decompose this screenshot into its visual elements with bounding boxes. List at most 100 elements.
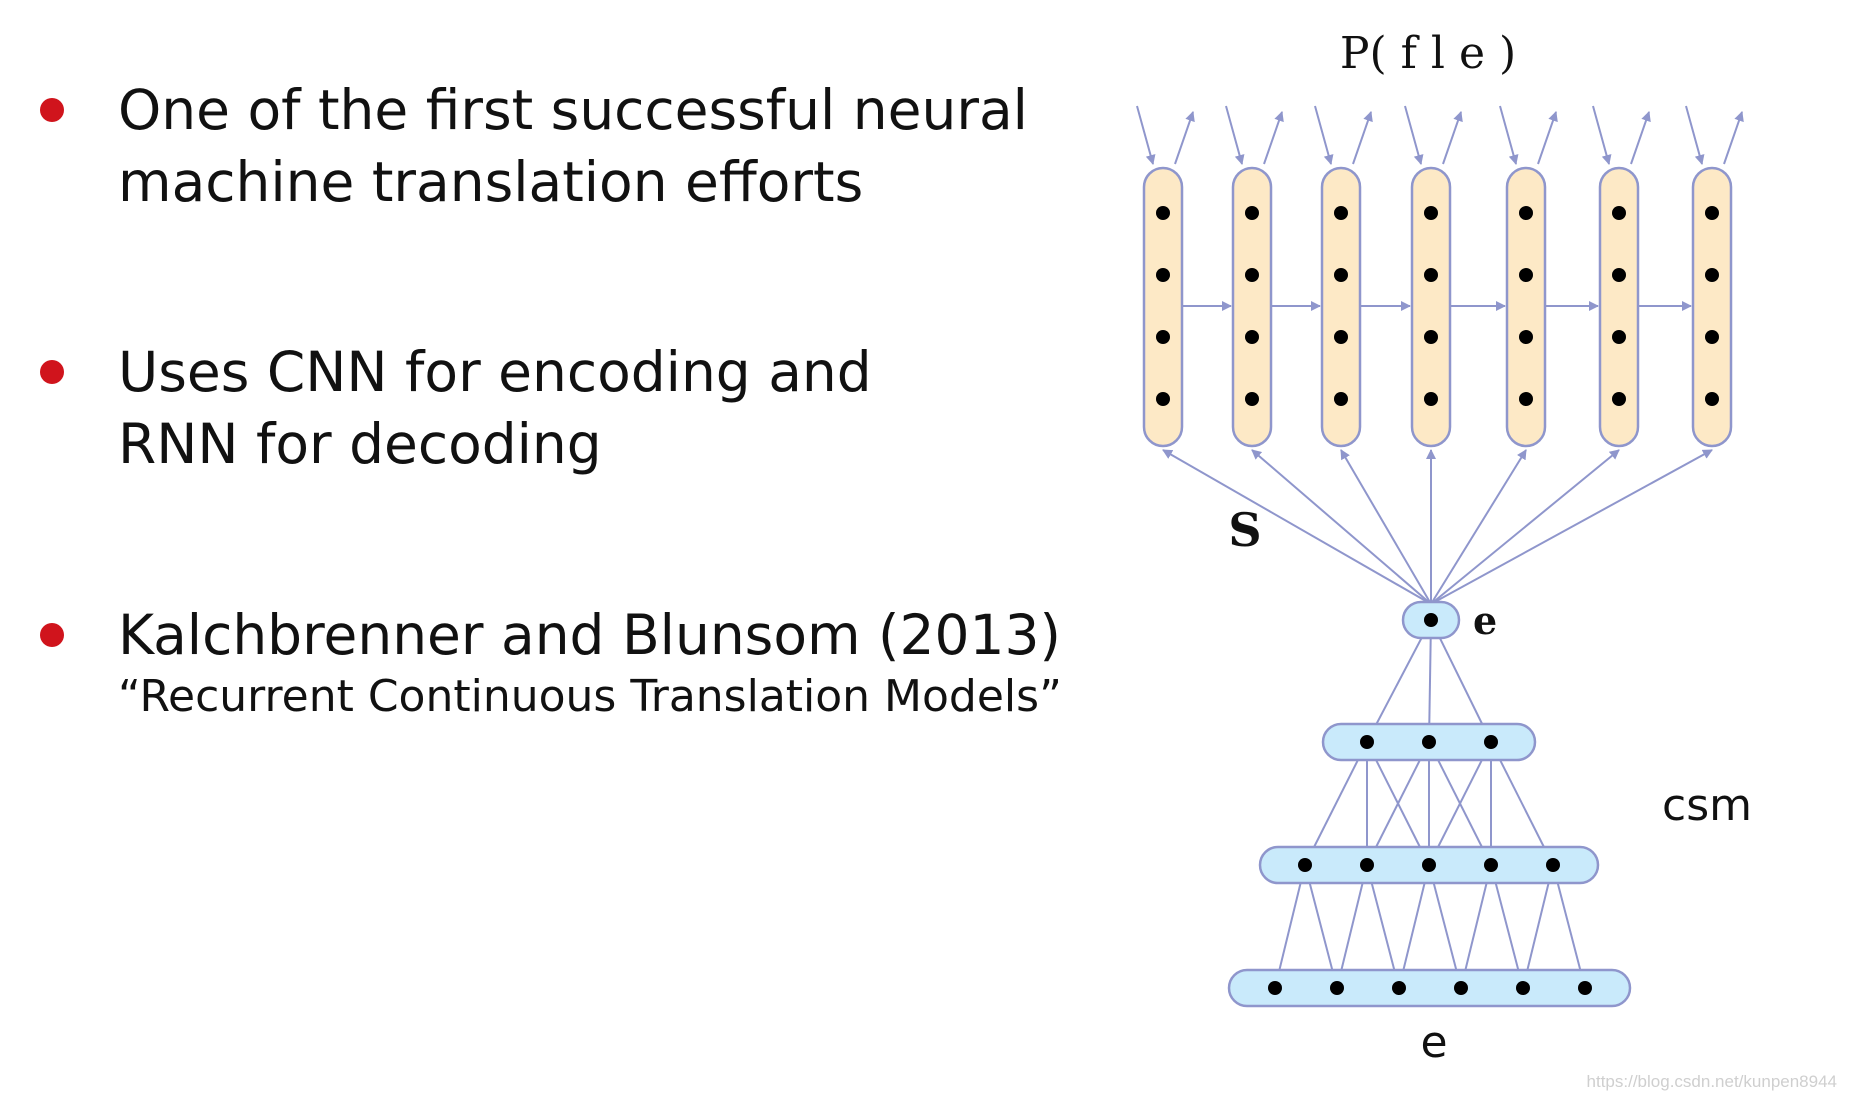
source-vector-edge — [1340, 449, 1432, 605]
cnn-edge-l1-l2 — [1490, 741, 1554, 866]
rnn-input-arrow — [1685, 105, 1705, 165]
bullet-dot — [40, 360, 64, 384]
source-vector-edge — [1430, 449, 1620, 605]
rnn-output-arrow — [1630, 111, 1651, 165]
cnn-unit-dot — [1268, 981, 1282, 995]
cnn-edge-l2-l3 — [1366, 619, 1432, 743]
cnn-edge-l2-l3 — [1428, 619, 1432, 743]
cnn-unit-dot — [1298, 858, 1312, 872]
cnn-unit-dot — [1330, 981, 1344, 995]
source-vector-edge — [1251, 449, 1432, 605]
rnn-unit-dot — [1612, 392, 1626, 406]
rnn-unit-dot — [1334, 268, 1348, 282]
rnn-unit-dot — [1705, 268, 1719, 282]
cnn-edge-l2-l3 — [1430, 619, 1492, 743]
source-vector-edge — [1430, 449, 1527, 605]
cnn-edge-l1-l2 — [1366, 741, 1430, 866]
bullet-3-line-1: Kalchbrenner and Blunsom (2013) — [118, 603, 1061, 667]
rnn-output-arrow — [1352, 111, 1373, 165]
bullet-dot — [40, 623, 64, 647]
cnn-unit-dot — [1424, 613, 1438, 627]
cnn-unit-dot — [1546, 858, 1560, 872]
watermark: https://blog.csdn.net/kunpen8944 — [1586, 1072, 1837, 1091]
bullet-dot — [40, 98, 64, 122]
cnn-unit-dot — [1360, 858, 1374, 872]
rnn-column-5 — [1505, 166, 1547, 448]
rnn-unit-dot — [1424, 206, 1438, 220]
rnn-unit-dot — [1612, 268, 1626, 282]
cnn-edge-l0-l1 — [1428, 864, 1462, 989]
rnn-column-7 — [1691, 166, 1733, 448]
cnn-unit-dot — [1392, 981, 1406, 995]
source-vector-edge — [1162, 449, 1432, 605]
rnn-output-arrow — [1537, 111, 1558, 165]
rnn-unit-dot — [1519, 206, 1533, 220]
rnn-column-4 — [1410, 166, 1452, 448]
csm-label: csm — [1662, 780, 1752, 831]
bullet-item-2: Uses CNN for encoding and RNN for decodi… — [40, 332, 1080, 492]
rnn-unit-dot — [1156, 330, 1170, 344]
rnn-unit-dot — [1424, 330, 1438, 344]
rnn-column-3 — [1320, 166, 1362, 448]
bullet-item-3: Kalchbrenner and Blunsom (2013) “Recurre… — [40, 595, 1080, 735]
rnn-input-arrow — [1136, 105, 1156, 165]
rnn-input-arrow — [1499, 105, 1519, 165]
cnn-edge-l0-l1 — [1304, 864, 1338, 989]
cnn-edge-l1-l2 — [1304, 741, 1368, 866]
rnn-unit-dot — [1245, 392, 1259, 406]
cnn-layer-1 — [1227, 968, 1632, 1008]
rnn-unit-dot — [1519, 268, 1533, 282]
rnn-input-arrow — [1592, 105, 1612, 165]
bullet-2-line-1: Uses CNN for encoding and — [118, 340, 872, 404]
cnn-edge-l0-l1 — [1274, 864, 1306, 989]
rnn-unit-dot — [1424, 392, 1438, 406]
rnn-unit-dot — [1334, 206, 1348, 220]
cnn-edge-l1-l2 — [1428, 741, 1492, 866]
rnn-unit-dot — [1519, 392, 1533, 406]
cnn-unit-dot — [1484, 735, 1498, 749]
bullet-item-1: One of the first successful neural machi… — [40, 70, 1080, 230]
cnn-unit-dot — [1484, 858, 1498, 872]
cnn-edge-l0-l1 — [1490, 864, 1524, 989]
rnn-output-arrow — [1442, 111, 1463, 165]
cnn-edge-l0-l1 — [1522, 864, 1554, 989]
rnn-unit-dot — [1612, 330, 1626, 344]
rnn-unit-dot — [1334, 330, 1348, 344]
source-vector-edge — [1430, 449, 1713, 605]
rnn-unit-dot — [1156, 392, 1170, 406]
cnn-unit-dot — [1578, 981, 1592, 995]
bullet-3-subline: “Recurrent Continuous Translation Models… — [118, 671, 1062, 722]
cnn-edge-l0-l1 — [1336, 864, 1368, 989]
bullet-1-line-1: One of the first successful neural — [118, 78, 1028, 142]
cnn-unit-dot — [1422, 735, 1436, 749]
rnn-unit-dot — [1156, 206, 1170, 220]
rnn-unit-dot — [1156, 268, 1170, 282]
rnn-unit-dot — [1424, 268, 1438, 282]
rnn-unit-dot — [1705, 330, 1719, 344]
rnn-unit-dot — [1245, 330, 1259, 344]
cnn-unit-dot — [1422, 858, 1436, 872]
cnn-edge-l0-l1 — [1366, 864, 1400, 989]
rnn-unit-dot — [1519, 330, 1533, 344]
rnn-unit-dot — [1245, 268, 1259, 282]
cnn-edge-l0-l1 — [1398, 864, 1430, 989]
rnn-column-2 — [1231, 166, 1273, 448]
rnn-input-arrow — [1404, 105, 1424, 165]
cnn-unit-dot — [1516, 981, 1530, 995]
rnn-unit-dot — [1705, 392, 1719, 406]
rnn-output-arrow — [1174, 111, 1195, 165]
e-node-label: e — [1473, 598, 1497, 643]
rnn-output-arrow — [1263, 111, 1284, 165]
bullet-2-line-2: RNN for decoding — [118, 412, 602, 476]
rnn-column-6 — [1598, 166, 1640, 448]
cnn-unit-dot — [1454, 981, 1468, 995]
input-e-label: e — [1420, 1017, 1447, 1068]
rnn-input-arrow — [1225, 105, 1245, 165]
bullet-1-line-2: machine translation efforts — [118, 150, 864, 214]
rnn-unit-dot — [1334, 392, 1348, 406]
s-label: S — [1228, 503, 1261, 557]
rnn-unit-dot — [1612, 206, 1626, 220]
output-probability-label: P( f l e ) — [1340, 28, 1516, 79]
